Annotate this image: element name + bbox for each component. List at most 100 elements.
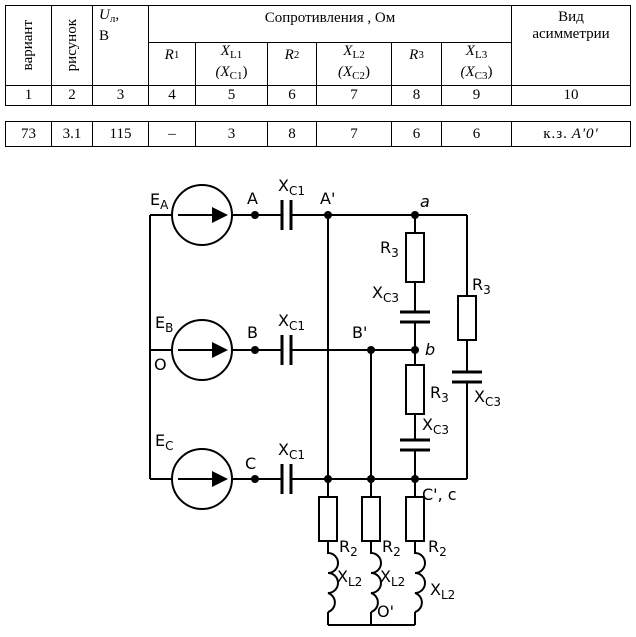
header-voltage-unit: В [99, 28, 110, 44]
inductor-xl2-b [370, 541, 382, 613]
colnum-2: 2 [68, 87, 76, 103]
label-xc3-ab: XC3 [372, 283, 399, 305]
inductor-xl2-a [327, 541, 339, 613]
node-c-load-b [367, 475, 375, 483]
header-r3-sym: R [409, 46, 419, 63]
capacitor-xc1-a [280, 200, 293, 230]
label-xl2-b: XL2 [380, 567, 405, 589]
capacitor-xc1-b [280, 335, 293, 365]
header-voltage-symbol: U [99, 7, 110, 23]
header-voltage: Uл, В [99, 7, 120, 44]
header-xc3-sub: C3 [474, 70, 488, 82]
colnum-1: 1 [24, 87, 33, 103]
header-xl1-sym: X [220, 43, 230, 59]
source-a [171, 184, 233, 246]
label-xc3-bc: XC3 [422, 415, 449, 437]
capacitor-xc3-ca [452, 370, 482, 384]
cell-xl3: 6 [472, 125, 481, 142]
colnum-10: 10 [563, 87, 579, 103]
label-r2-b: R2 [382, 537, 401, 559]
label-phase-a: A [247, 189, 258, 208]
label-b-prime: B' [352, 323, 367, 342]
resistor-r2-b [361, 496, 381, 542]
label-ea: EA [150, 190, 169, 212]
node-a-lower [411, 211, 419, 219]
cell-r3: 6 [412, 125, 421, 142]
cell-r2: 8 [288, 125, 296, 142]
label-xl2-c: XL2 [430, 580, 455, 602]
header-r3-sub: 3 [418, 48, 424, 61]
capacitor-xc3-ab [400, 310, 430, 324]
header-r2-sub: 2 [293, 48, 300, 61]
source-b [171, 319, 233, 381]
header-voltage-sub: л [109, 13, 116, 25]
colnum-9: 9 [472, 87, 481, 103]
node-a-prime [324, 211, 332, 219]
resistor-r2-a [318, 496, 338, 542]
colnum-6: 6 [288, 87, 296, 103]
colnum-3: 3 [116, 87, 125, 103]
header-xl1: XL1 (XC1) [196, 43, 267, 85]
label-eb: EB [155, 313, 173, 335]
header-xl2-sym: X [343, 43, 353, 59]
resistor-r3-ca [457, 295, 477, 341]
label-r2-a: R2 [339, 537, 358, 559]
header-r1-sub: 1 [173, 48, 180, 61]
label-node-o-prime: O' [377, 602, 394, 621]
cell-xl2: 7 [350, 125, 358, 142]
parameters-table: вариант рисунок Uл, В Сопротивления , Ом… [5, 5, 631, 147]
header-asym-line1: Вид [558, 9, 584, 25]
header-xc1-close: ) [242, 64, 248, 80]
node-c-load-a [324, 475, 332, 483]
label-r2-c: R2 [428, 537, 447, 559]
cell-r1: – [168, 125, 176, 142]
cell-xl1: 3 [227, 125, 236, 142]
header-resistance-group: Сопротивления , Ом [264, 10, 396, 26]
colnum-4: 4 [168, 87, 176, 103]
cell-variant: 73 [21, 125, 36, 142]
label-xc1-b: XC1 [278, 311, 305, 333]
node-c-phase [251, 475, 259, 483]
header-xc2-sym: (X [337, 64, 353, 80]
node-c-prime [411, 475, 419, 483]
header-xl2: XL2 (XC2) [317, 43, 391, 85]
cell-asymmetry-prefix: к.з. [543, 125, 568, 142]
colnum-7: 7 [350, 87, 358, 103]
capacitor-xc3-bc [400, 438, 430, 452]
label-c-prime: C', c [422, 485, 457, 504]
header-xc3-close: ) [487, 64, 493, 80]
header-xc1-sym: (X [215, 64, 230, 80]
resistor-r3-ab [405, 232, 425, 283]
label-r3-bc: R3 [430, 383, 449, 405]
node-b-prime [367, 346, 375, 354]
label-ec: EC [155, 431, 174, 453]
header-xl1-sub: L1 [229, 49, 243, 61]
header-xl2-sub: L2 [352, 49, 365, 61]
resistor-r3-bc [405, 364, 425, 415]
header-xl3-sub: L3 [474, 49, 488, 61]
label-phase-c: C [245, 454, 256, 473]
node-a-phase [251, 211, 259, 219]
label-node-b: b [425, 340, 435, 359]
cell-asymmetry: к.з. A'0' [512, 122, 630, 146]
inductor-xl2-c [414, 541, 426, 613]
label-xl2-a: XL2 [337, 567, 362, 589]
header-xl3: XL3 (XC3) [442, 43, 511, 85]
label-xc3-ca: XC3 [474, 387, 501, 409]
header-asymmetry: Вид асимметрии [512, 7, 630, 47]
wires [149, 214, 468, 626]
header-xc2-sub: C2 [352, 70, 365, 82]
cell-asymmetry-value: A'0' [571, 125, 599, 142]
colnum-5: 5 [227, 87, 236, 103]
header-xc2-close: ) [365, 64, 370, 80]
label-node-o: O [154, 355, 167, 374]
header-xc1-sub: C1 [229, 70, 243, 82]
header-r1-sym: R [164, 46, 174, 63]
source-c [171, 448, 233, 510]
node-b-phase [251, 346, 259, 354]
header-asym-line2: асимметрии [532, 26, 610, 42]
